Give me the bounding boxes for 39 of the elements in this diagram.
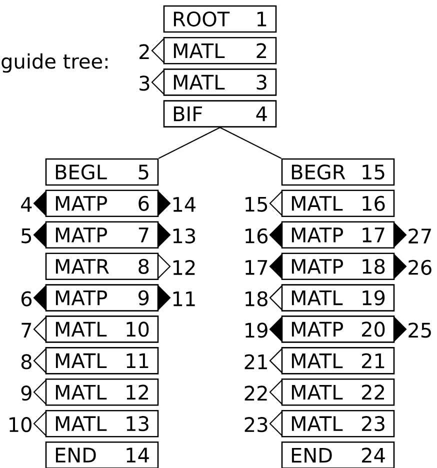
side-number: 22 [244,386,267,401]
side-number: 21 [244,354,267,370]
side-number: 27 [408,228,431,244]
side-number: 9 [21,386,32,401]
node-box: BEGL 5 [45,158,159,186]
side-number: 18 [246,291,268,306]
node-box: MATP 7 [45,221,159,249]
connector-line [158,126,220,159]
side-number: 12 [173,260,195,275]
node-box: BIF 4 [163,100,277,128]
side-number: 15 [246,196,268,212]
side-number: 17 [246,260,268,275]
side-number: 3 [140,76,150,91]
node-box: BEGR 15 [281,158,395,186]
side-number: 7 [22,322,32,338]
side-number: 14 [173,197,196,212]
side-number: 11 [173,292,195,306]
side-number: 2 [140,44,149,60]
side-number: 4 [21,197,32,212]
side-number: 23 [244,417,268,432]
side-number: 10 [10,417,32,432]
side-number: 19 [246,322,268,338]
side-number: 5 [22,228,32,244]
side-number: 16 [246,228,268,244]
side-number: 26 [408,260,432,275]
node-box: END 14 [45,441,159,468]
node-box: MATP 17 [281,221,395,249]
diagram-label: guide tree: [2,53,108,73]
node-box: MATP 20 [281,316,395,343]
node-box: MATP 18 [281,252,395,280]
side-number: 8 [21,354,32,370]
side-number: 13 [173,228,196,244]
side-number: 25 [408,322,431,338]
side-number: 6 [21,291,32,306]
node-box: ROOT 1 [163,5,277,33]
node-box: MATP 9 [45,284,159,312]
connector-line [220,126,282,159]
node-box: END 24 [281,441,395,468]
node-box: MATP 6 [45,190,159,218]
